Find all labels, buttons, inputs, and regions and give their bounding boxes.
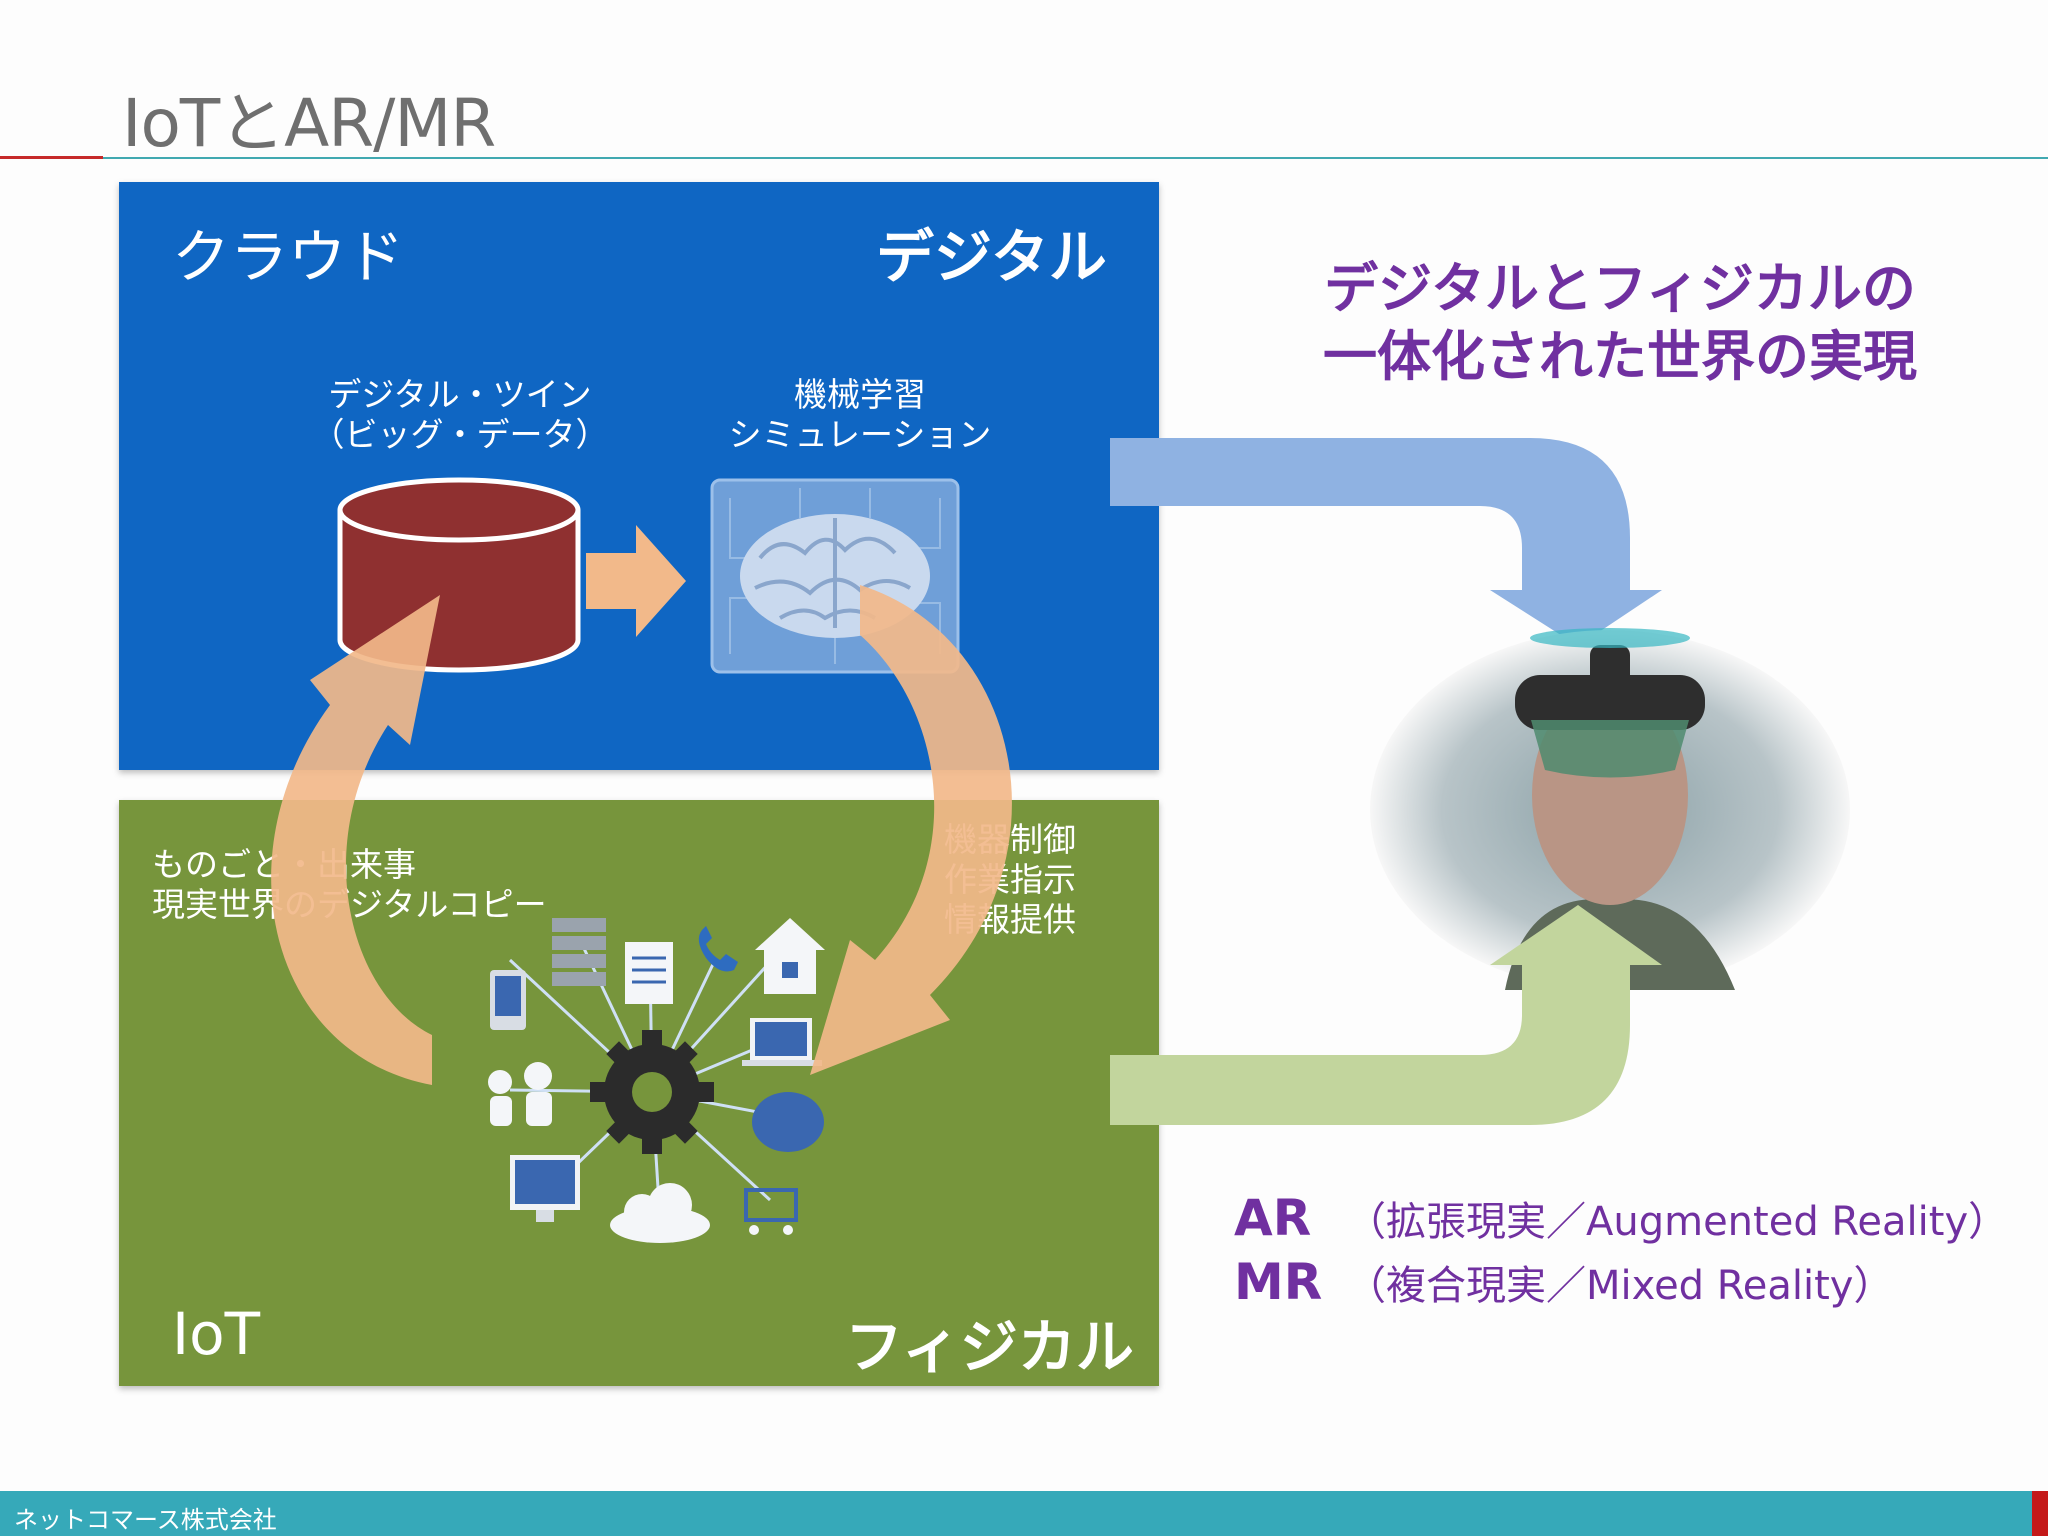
iot-to-person-arrow — [1110, 905, 1662, 1125]
headline-line1: デジタルとフィジカルの — [1324, 257, 1916, 320]
iot-devices-hub-icon — [488, 918, 825, 1243]
mr-headset-person-image — [1370, 628, 1850, 990]
ar-abbr: AR — [1234, 1189, 1312, 1247]
headline: デジタルとフィジカルの 一体化された世界の実現 — [1280, 255, 1960, 391]
ar-description: （拡張現実／Augmented Reality） — [1346, 1199, 2009, 1245]
iot-label: IoT — [172, 1300, 261, 1368]
machine-learning-line2: シミュレーション — [728, 415, 992, 454]
data-cycle-arrows — [271, 585, 1012, 1085]
ar-mr-definitions: AR （拡張現実／Augmented Reality） MR （複合現実／Mixed… — [1234, 1188, 2008, 1316]
footer-accent — [2032, 1491, 2048, 1536]
cloud-digital-panel — [119, 182, 1159, 770]
cloud-label: クラウド — [172, 223, 405, 291]
mr-description: （複合現実／Mixed Reality） — [1346, 1263, 1894, 1309]
company-name: ネットコマース株式会社 — [14, 1506, 277, 1534]
title-rule-red — [0, 156, 103, 159]
digital-twin-line1: デジタル・ツイン — [328, 375, 592, 414]
digital-label: デジタル — [876, 223, 1107, 291]
mr-definition: MR （複合現実／Mixed Reality） — [1234, 1252, 2008, 1316]
title-rule-teal — [103, 157, 2048, 159]
headline-line2: 一体化された世界の実現 — [1323, 325, 1917, 388]
slide-title: IoTとAR/MR — [122, 85, 496, 162]
machine-learning-line1: 機械学習 — [794, 375, 926, 414]
digital-twin-caption: デジタル・ツイン （ビッグ・データ） — [300, 375, 620, 455]
physical-label: フィジカル — [845, 1313, 1134, 1381]
ar-definition: AR （拡張現実／Augmented Reality） — [1234, 1188, 2008, 1252]
mr-abbr: MR — [1234, 1253, 1323, 1311]
footer-bar — [0, 1491, 2048, 1536]
machine-learning-caption: 機械学習 シミュレーション — [700, 375, 1020, 455]
cloud-to-person-arrow — [1110, 438, 1662, 646]
db-to-brain-arrow — [586, 525, 686, 637]
digital-twin-line2: （ビッグ・データ） — [311, 415, 609, 454]
